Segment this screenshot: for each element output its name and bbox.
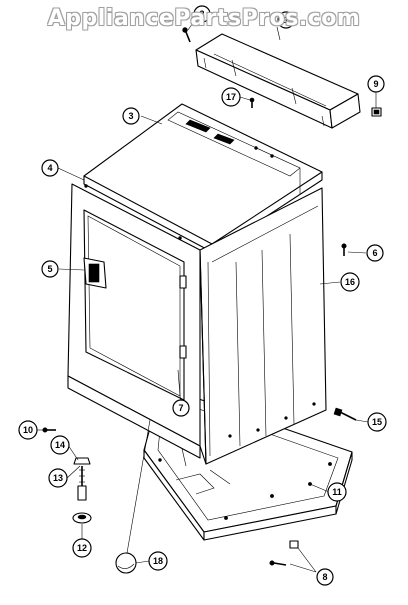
nut-14 [73,457,91,465]
callout-7: 7 [172,399,190,417]
callout-label: 5 [47,264,52,274]
callout-15: 15 [367,412,387,432]
callout-14: 14 [50,435,70,455]
callout-9: 9 [367,75,385,93]
callout-label: 18 [153,556,163,566]
callout-label: 14 [55,440,65,450]
site-watermark: AppliancePartsPros.com [47,6,361,31]
callout-label: 10 [23,425,33,435]
callout-10: 10 [18,420,38,440]
callout-2: 2 [193,5,211,23]
callout-label: 17 [226,92,236,102]
screw-10 [42,427,56,433]
foot-pad-12 [72,512,92,524]
callout-label: 3 [128,111,133,121]
screw-2 [182,27,191,43]
callout-label: 6 [372,248,377,258]
clip-9 [371,107,382,117]
cabinet-body [67,103,327,465]
screw-17 [249,97,255,108]
callout-11: 11 [327,482,347,502]
control-console [195,33,361,129]
screw-6 [341,243,347,256]
screws-8 [269,540,299,566]
callout-13: 13 [48,468,68,488]
callout-16: 16 [340,272,360,292]
bolt-15 [333,407,357,421]
callout-label: 16 [345,277,355,287]
callout-label: 2 [199,9,204,19]
callout-1: 1 [277,11,295,29]
callout-label: 9 [373,79,378,89]
callout-label: 8 [322,572,327,582]
callout-5: 5 [41,260,59,278]
callout-3: 3 [122,107,140,125]
cover-18 [115,552,137,574]
callout-12: 12 [72,538,92,558]
callout-label: 7 [178,403,183,413]
callout-label: 4 [47,163,52,173]
callout-label: 15 [372,417,382,427]
callout-17: 17 [221,87,241,107]
callout-label: 13 [53,473,63,483]
callout-8: 8 [316,568,334,586]
callout-label: 1 [283,15,288,25]
callout-label: 12 [77,543,87,553]
callout-label: 11 [332,487,342,497]
leveling-leg-13 [77,466,87,501]
callout-18: 18 [148,551,168,571]
callout-4: 4 [41,159,59,177]
callout-6: 6 [366,244,384,262]
